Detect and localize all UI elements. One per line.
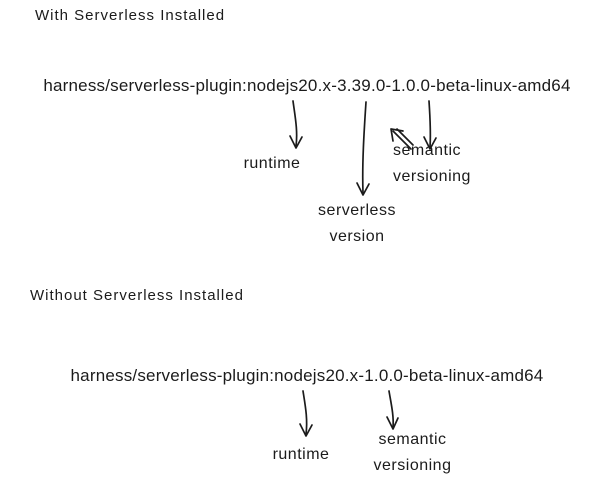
section-title-without-serverless: Without Serverless Installed xyxy=(30,287,244,304)
arrow-down-semantic-2-icon xyxy=(386,390,399,430)
image-tag-with-serverless: harness/serverless-plugin:nodejs20.x-3.3… xyxy=(43,76,571,95)
image-tag-without-serverless: harness/serverless-plugin:nodejs20.x-1.0… xyxy=(70,366,544,385)
label-serverless-version: serverless version xyxy=(307,198,407,250)
label-semantic-versioning-line2: versioning xyxy=(393,168,471,185)
section-title-with-serverless: With Serverless Installed xyxy=(35,7,226,24)
arrow-down-runtime-2-icon xyxy=(299,390,313,437)
label-serverless-version-line1: serverless xyxy=(318,202,396,219)
label-runtime-2: runtime xyxy=(272,446,330,463)
label-semantic-versioning-2: semantic versioning xyxy=(360,427,465,479)
label-semantic-versioning-2-line2: versioning xyxy=(373,457,452,474)
label-semantic-versioning-2-line1: semantic xyxy=(378,431,447,448)
label-semantic-versioning: semantic versioning xyxy=(393,138,471,190)
label-semantic-versioning-line1: semantic xyxy=(393,142,462,159)
arrow-down-runtime-icon xyxy=(289,100,303,149)
label-runtime: runtime xyxy=(243,155,301,172)
arrow-down-serverless-version-icon xyxy=(356,101,370,196)
label-serverless-version-line2: version xyxy=(329,228,385,245)
